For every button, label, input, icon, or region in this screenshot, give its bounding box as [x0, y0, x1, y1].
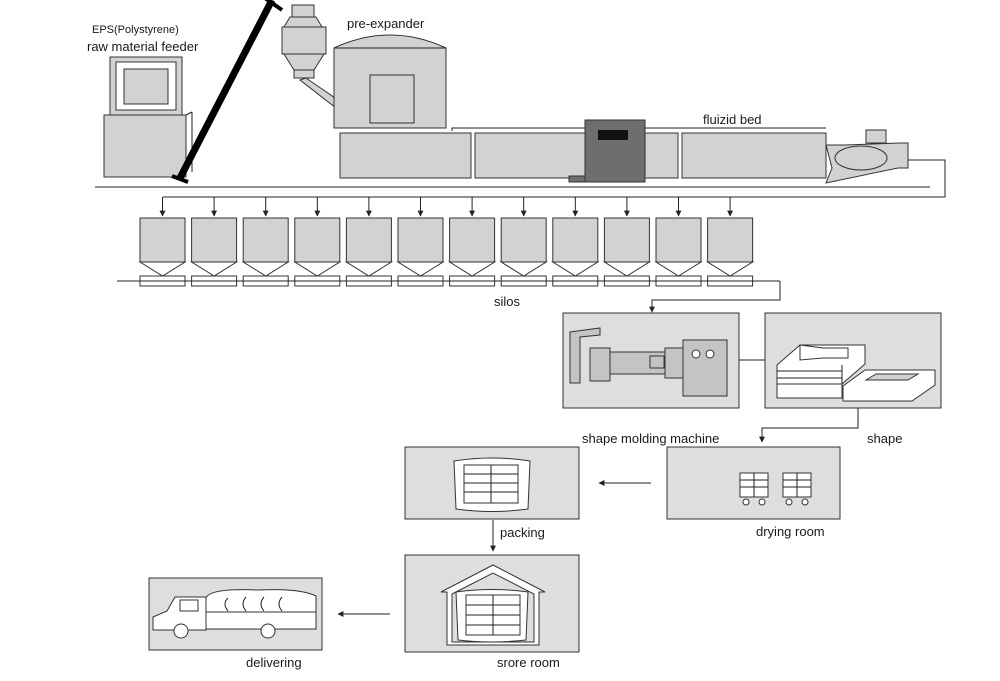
feeder-edge: [185, 111, 193, 116]
truck-bed: [205, 611, 317, 630]
silo-cone: [654, 261, 703, 277]
silo-cone: [293, 261, 342, 277]
molding-control-cabinet: [682, 339, 728, 397]
silo-body: [707, 217, 754, 263]
fluid-bed-section-2: [474, 132, 589, 179]
silo-cone: [396, 261, 445, 277]
silo-cone: [705, 261, 755, 277]
fluid-bed-blower-window: [598, 130, 628, 140]
silo-cone: [447, 261, 497, 277]
truck-window: [179, 599, 199, 612]
fluid-bed-section-1: [339, 132, 472, 179]
shape-to-drying-arrow: [759, 408, 859, 443]
silo-to-molding-arrow: [649, 281, 781, 313]
feed-conveyor-tube: [176, 0, 276, 180]
silo-body: [345, 217, 392, 263]
feeder-label: raw material feeder: [87, 39, 199, 54]
wheel-icon: [742, 498, 750, 506]
store-room-label: srore room: [497, 655, 560, 670]
shape-block-base: [776, 383, 843, 399]
molding-label: shape molding machine: [582, 431, 719, 446]
hopper-neck: [293, 69, 315, 79]
cyclone-cap: [865, 129, 887, 144]
silo-body: [603, 217, 650, 263]
silo-body: [655, 217, 702, 263]
shape-tray-cavity: [864, 373, 920, 381]
fluid-bed-blower: [584, 119, 646, 183]
silo-body: [191, 217, 238, 263]
packing-label: packing: [500, 525, 545, 540]
truck-tarp: [205, 589, 317, 613]
tarp-fold: [260, 596, 265, 612]
pre-expander-door: [369, 74, 415, 124]
gauge-icon: [691, 349, 701, 359]
feeder-base: [103, 114, 187, 178]
hopper-cone: [283, 53, 325, 71]
molding-die: [664, 347, 684, 379]
tarp-fold: [224, 597, 229, 612]
silo-body: [397, 217, 444, 263]
shape-label: shape: [867, 431, 902, 446]
fluid-bed-label: fluizid bed: [703, 112, 762, 127]
conveyor-foot: [171, 174, 189, 184]
feeder-screen: [123, 68, 169, 105]
silo-body: [500, 217, 547, 263]
molding-nozzle: [649, 355, 665, 369]
raw-material-feeder: [103, 56, 193, 178]
silo-bank: [138, 197, 755, 287]
hopper-chute: [298, 77, 339, 109]
hopper-body: [281, 26, 327, 55]
shape-block-cavity: [799, 344, 849, 361]
shape-molding-machine: [562, 312, 740, 409]
hopper: [281, 4, 339, 109]
packing-station: [404, 446, 580, 520]
silo-body: [242, 217, 289, 263]
gauge-icon: [705, 349, 715, 359]
silo-cone: [551, 261, 600, 277]
molding-injector: [569, 327, 601, 384]
silo-cone: [344, 261, 394, 277]
eps-label: EPS(Polystyrene): [92, 24, 179, 36]
pre-expander-label: pre-expander: [347, 16, 425, 31]
truck-wheel-icon: [173, 623, 189, 639]
cyclone-drum: [834, 145, 888, 171]
return-duct: [163, 159, 946, 198]
fluid-bed-section-4: [681, 132, 827, 179]
silo-cone: [241, 261, 290, 277]
tarp-fold: [242, 596, 247, 612]
drying-room: [666, 446, 841, 520]
fluid-bed: [339, 119, 909, 184]
wheel-icon: [785, 498, 793, 506]
silo-body: [449, 217, 496, 263]
silo-cone: [602, 261, 652, 277]
silo-body: [139, 217, 186, 263]
hopper-top: [283, 16, 323, 28]
delivery-truck: [148, 577, 323, 651]
conveyor-head: [264, 0, 284, 12]
fluid-bed-blower-foot: [568, 175, 586, 183]
hopper-cap: [291, 4, 315, 18]
silo-cone: [138, 261, 187, 277]
fluid-bed-top-rail: [451, 127, 826, 131]
truck-wheel-icon: [260, 623, 276, 639]
fluid-bed-section-3: [644, 132, 679, 179]
tarp-fold: [278, 596, 283, 612]
shape-products: [764, 312, 942, 409]
silo-cone: [189, 261, 239, 277]
silo-cone: [499, 261, 548, 277]
silos-label: silos: [494, 294, 521, 309]
silo-body: [552, 217, 599, 263]
pre-expander: [333, 34, 447, 129]
wheel-icon: [801, 498, 809, 506]
delivering-label: delivering: [246, 655, 302, 670]
store-room: [404, 554, 580, 653]
silo-body: [294, 217, 341, 263]
wheel-icon: [758, 498, 766, 506]
drying-room-label: drying room: [756, 524, 825, 539]
molding-clamp: [589, 347, 611, 382]
